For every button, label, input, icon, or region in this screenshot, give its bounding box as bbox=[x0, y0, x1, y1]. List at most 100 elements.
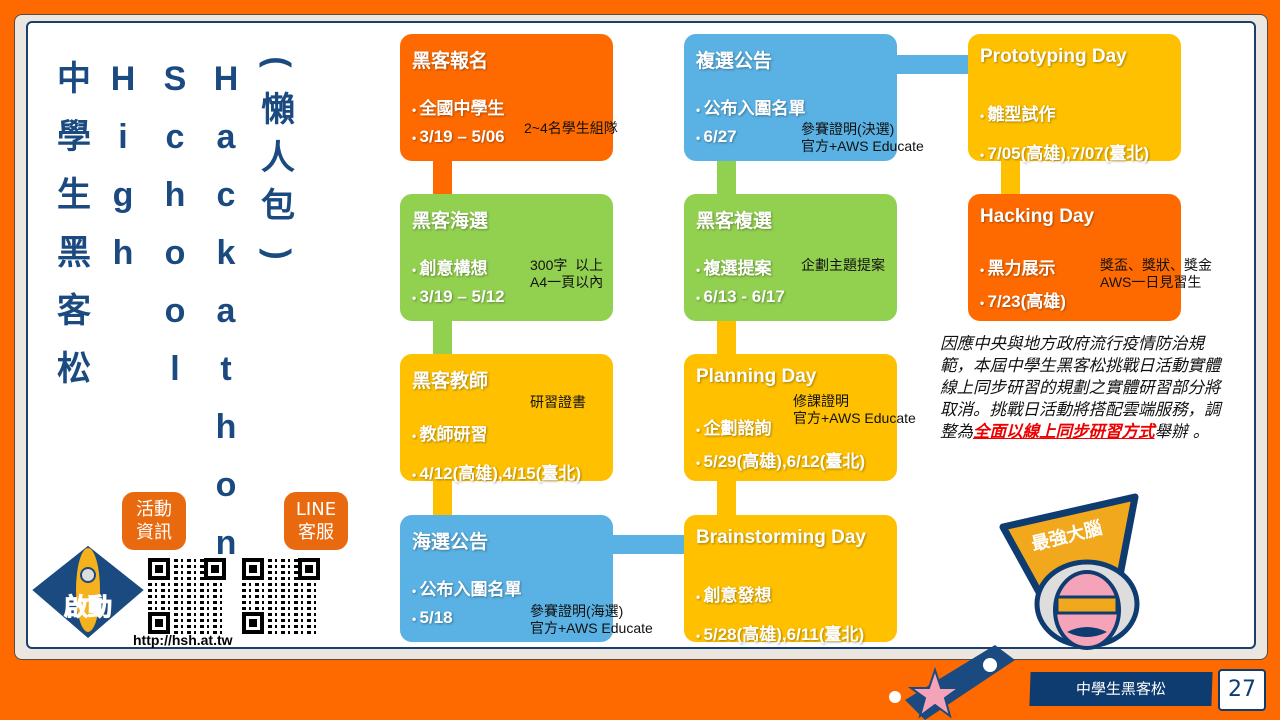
title-char: H bbox=[110, 60, 136, 98]
title-char: 松 bbox=[57, 350, 91, 388]
timeline-box: Hacking Day 黑力展示 7/23(高雄) bbox=[968, 194, 1181, 321]
title-char: a bbox=[216, 118, 236, 156]
stars-decoration-icon bbox=[889, 645, 1015, 720]
rocket-launch-icon: 啟動 bbox=[28, 542, 148, 642]
box-item: 全國中學生 bbox=[412, 94, 601, 119]
line-qr-code[interactable] bbox=[242, 558, 320, 634]
connector bbox=[717, 161, 736, 194]
title-char: 人 bbox=[261, 139, 295, 177]
website-link[interactable]: http://hsh.at.tw bbox=[133, 632, 233, 648]
title-char: ) bbox=[258, 248, 297, 260]
title-char: 客 bbox=[57, 292, 91, 330]
box-item: 公布入圍名單 bbox=[696, 94, 885, 119]
box-item: 創意構想 bbox=[412, 254, 601, 279]
box-title: 黑客複選 bbox=[696, 211, 773, 232]
box-note: 參賽證明(決選) 官方+AWS Educate bbox=[801, 121, 924, 154]
notice-text: 因應中央與地方政府流行疫情防治規範，本屆中學生黑客松挑戰日活動實體線上同步研習的… bbox=[940, 334, 1221, 441]
title-char: g bbox=[112, 176, 134, 214]
title-chinese: 中學生黑客松 bbox=[52, 50, 96, 398]
footer-title: 中學生黑客松 bbox=[1029, 672, 1213, 706]
title-char: h bbox=[164, 176, 186, 214]
box-note: 修課證明 官方+AWS Educate bbox=[793, 393, 916, 426]
title-char: n bbox=[215, 524, 237, 562]
box-item: 複選提案 bbox=[696, 254, 885, 279]
title-char: 懶 bbox=[261, 91, 295, 129]
page-number: 27 bbox=[1218, 669, 1266, 711]
box-item: 教師研習 bbox=[412, 420, 601, 445]
box-item: 4/12(高雄),4/15(臺北) bbox=[412, 459, 601, 484]
title-char: S bbox=[163, 60, 187, 98]
box-item: 5/18 bbox=[412, 608, 601, 628]
box-item: 公布入圍名單 bbox=[412, 575, 601, 600]
box-item: 創意發想 bbox=[696, 581, 885, 606]
brain-mascot-icon: 最強大腦 bbox=[999, 493, 1140, 650]
title-char: o bbox=[215, 466, 237, 504]
box-title: Prototyping Day bbox=[980, 46, 1127, 67]
box-item: 雛型試作 bbox=[980, 100, 1169, 125]
title-char: t bbox=[220, 350, 232, 388]
title-char: i bbox=[118, 118, 128, 156]
box-item: 5/29(高雄),6/12(臺北) bbox=[696, 447, 885, 472]
timeline-box: Planning Day 企劃諮詢 5/29(高雄),6/12(臺北) bbox=[684, 354, 897, 481]
box-item: 6/27 bbox=[696, 127, 885, 147]
title-char: 學 bbox=[57, 118, 91, 156]
title-char: l bbox=[170, 350, 180, 388]
title-char: ( bbox=[258, 56, 297, 68]
title-char: c bbox=[216, 176, 236, 214]
title-char: c bbox=[165, 118, 185, 156]
box-note: 300字 以上 A4一頁以內 bbox=[530, 257, 604, 290]
box-item: 企劃諮詢 bbox=[696, 414, 885, 439]
connector bbox=[433, 161, 452, 194]
timeline-box: 海選公告公布入圍名單 5/18 bbox=[400, 515, 613, 642]
box-note: 獎盃、獎狀、獎金 AWS一日見習生 bbox=[1100, 257, 1212, 290]
box-item: 7/05(高雄),7/07(臺北) bbox=[980, 139, 1169, 164]
title-char: 包 bbox=[261, 187, 295, 225]
box-item: 3/19 – 5/12 bbox=[412, 287, 601, 307]
timeline-box: 黑客報名全國中學生 3/19 – 5/06 bbox=[400, 34, 613, 161]
box-item: 5/28(高雄),6/11(臺北) bbox=[696, 620, 885, 645]
notice-highlight: 全面以線上同步研習方式 bbox=[973, 422, 1155, 441]
box-title: 黑客海選 bbox=[412, 211, 489, 232]
title-char: h bbox=[112, 234, 134, 272]
activity-info-label: 活動 資訊 bbox=[136, 499, 172, 543]
timeline-box: 黑客海選創意構想 3/19 – 5/12 bbox=[400, 194, 613, 321]
box-title: Hacking Day bbox=[980, 206, 1095, 227]
launch-badge-text: 啟動 bbox=[64, 593, 112, 621]
connector bbox=[717, 481, 736, 515]
timeline-box: 黑客複選複選提案 6/13 - 6/17 bbox=[684, 194, 897, 321]
title-char: 生 bbox=[57, 176, 91, 214]
connector bbox=[433, 481, 452, 515]
title-char: o bbox=[164, 292, 186, 330]
activity-qr-code[interactable] bbox=[148, 558, 226, 634]
title-char: a bbox=[216, 292, 236, 330]
title-char: k bbox=[216, 234, 236, 272]
connector bbox=[897, 55, 968, 74]
title-char: 黑 bbox=[57, 234, 91, 272]
box-item: 3/19 – 5/06 bbox=[412, 127, 601, 147]
timeline-box: Prototyping Day 雛型試作 7/05(高雄),7/07(臺北) bbox=[968, 34, 1181, 164]
timeline-box: Brainstorming Day 創意發想 5/28(高雄),6/11(臺北) bbox=[684, 515, 897, 645]
connector bbox=[613, 535, 684, 554]
timeline-box: 複選公告公布入圍名單 6/27 bbox=[684, 34, 897, 161]
box-title: 海選公告 bbox=[412, 532, 489, 553]
box-title: Brainstorming Day bbox=[696, 527, 866, 548]
box-title: Planning Day bbox=[696, 366, 817, 387]
box-item: 黑力展示 bbox=[980, 254, 1169, 279]
title-char: H bbox=[213, 60, 239, 98]
box-title: 黑客教師 bbox=[412, 371, 489, 392]
activity-info-badge: 活動 資訊 bbox=[122, 492, 186, 550]
connector bbox=[1001, 161, 1020, 194]
box-item: 7/23(高雄) bbox=[980, 287, 1169, 312]
box-title: 複選公告 bbox=[696, 51, 773, 72]
box-note: 2~4名學生組隊 bbox=[524, 120, 618, 136]
title-char: 中 bbox=[57, 60, 91, 98]
box-note: 研習證書 bbox=[530, 394, 586, 410]
box-title: 黑客報名 bbox=[412, 51, 489, 72]
timeline-box: 黑客教師教師研習 4/12(高雄),4/15(臺北) bbox=[400, 354, 613, 484]
line-service-label: LINE 客服 bbox=[295, 499, 337, 543]
connector bbox=[433, 321, 452, 354]
box-item: 6/13 - 6/17 bbox=[696, 287, 885, 307]
line-service-badge: LINE 客服 bbox=[284, 492, 348, 550]
connector bbox=[717, 321, 736, 354]
